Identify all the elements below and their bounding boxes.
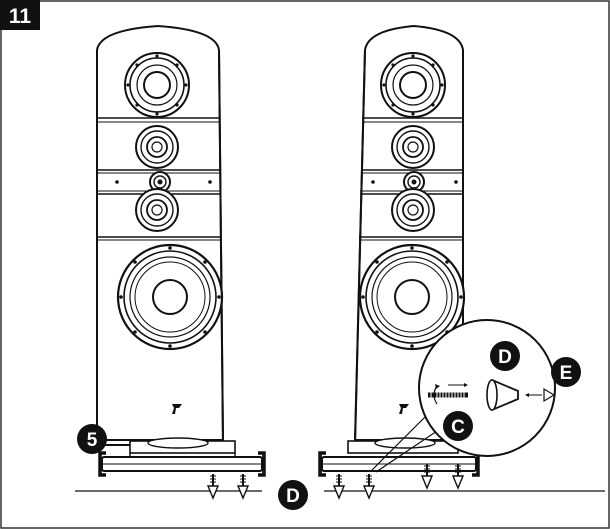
- callout-c-label: C: [451, 417, 465, 438]
- callout-d-floor: D: [278, 480, 308, 510]
- step-number: 11: [9, 5, 32, 28]
- left-lower-midrange-driver: [135, 188, 179, 232]
- callout-d-zoom: D: [490, 341, 520, 371]
- right-midrange-driver: [391, 125, 435, 169]
- rotation-arrow-icon: [433, 383, 468, 405]
- left-speaker: [96, 24, 266, 477]
- right-base-plinth: [318, 437, 480, 477]
- callout-e: E: [551, 357, 581, 387]
- spike-cap: [543, 387, 556, 403]
- callout-c: C: [443, 411, 473, 441]
- push-arrow-icon: [525, 393, 542, 397]
- right-upper-midrange-driver: [380, 52, 446, 118]
- callout-d-floor-label: D: [286, 486, 300, 507]
- callout-e-label: E: [560, 363, 573, 384]
- callout-5: 5: [77, 424, 107, 454]
- cone-spike: [486, 378, 519, 412]
- left-bass-driver: [116, 243, 224, 351]
- step-badge: [0, 0, 40, 30]
- left-midrange-driver: [135, 125, 179, 169]
- callout-5-label: 5: [87, 430, 98, 451]
- callout-d-zoom-label: D: [498, 347, 512, 368]
- brand-logo-icon: [172, 404, 182, 414]
- right-lower-midrange-driver: [391, 188, 435, 232]
- brand-logo-icon: [399, 404, 409, 414]
- left-base-plinth: [98, 437, 266, 477]
- left-upper-midrange-driver: [124, 52, 190, 118]
- right-speaker: [318, 24, 480, 477]
